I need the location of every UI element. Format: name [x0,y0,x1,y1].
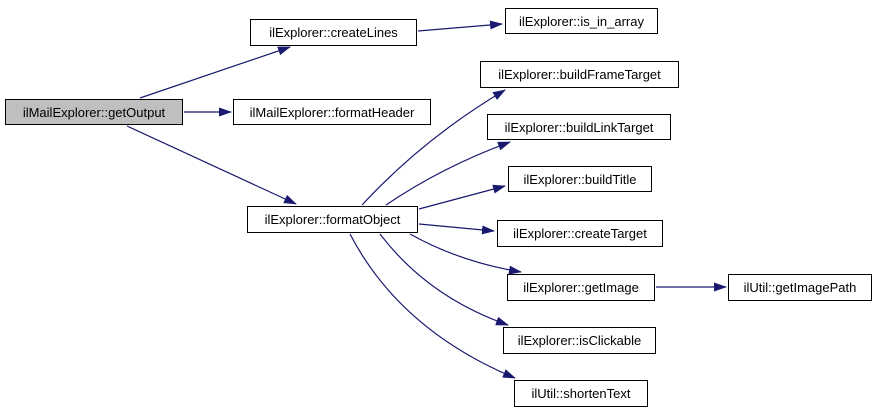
node-createTarget[interactable]: ilExplorer::createTarget [497,220,663,247]
node-formatHeader[interactable]: ilMailExplorer::formatHeader [233,99,431,125]
node-getOutput[interactable]: ilMailExplorer::getOutput [5,99,183,125]
edge-createLines-is_in_array [417,20,503,32]
edge-formatObject-shortenText [349,233,516,379]
node-buildTitle[interactable]: ilExplorer::buildTitle [508,166,652,192]
node-formatObject[interactable]: ilExplorer::formatObject [247,206,418,233]
node-shortenText[interactable]: ilUtil::shortenText [514,380,648,407]
node-createLines[interactable]: ilExplorer::createLines [250,19,417,46]
edge-getOutput-formatObject [126,125,297,205]
edge-formatObject-isClickable [379,233,509,326]
edge-getOutput-createLines [139,46,291,99]
node-buildFrameTarget[interactable]: ilExplorer::buildFrameTarget [480,61,679,88]
node-getImagePath[interactable]: ilUtil::getImagePath [728,274,872,301]
node-getImage[interactable]: ilExplorer::getImage [507,274,655,301]
node-isClickable[interactable]: ilExplorer::isClickable [503,327,656,354]
node-buildLinkTarget[interactable]: ilExplorer::buildLinkTarget [487,114,671,140]
node-is_in_array[interactable]: ilExplorer::is_in_array [505,8,658,34]
edge-formatObject-createTarget [418,223,495,235]
edge-formatObject-buildTitle [418,184,506,210]
edge-formatObject-buildLinkTarget [385,141,511,206]
